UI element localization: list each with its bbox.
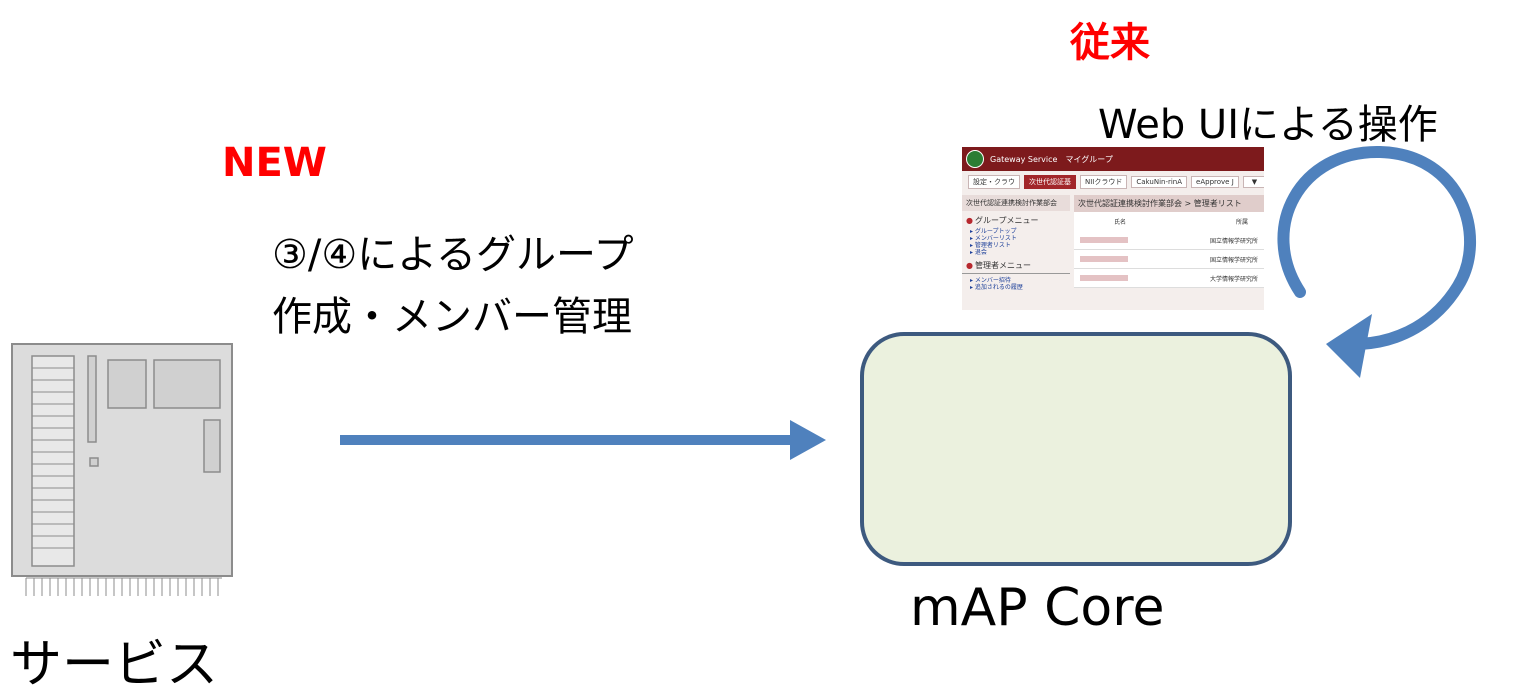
- web-ui-admin-menu-item: メンバー招待: [962, 277, 1070, 284]
- web-ui-operation-label: Web UIによる操作: [1098, 102, 1438, 148]
- table-row: 国立情報学研究所: [1074, 231, 1264, 250]
- map-core-box: [860, 332, 1292, 566]
- web-ui-tab: 設定・クラウ: [968, 175, 1020, 189]
- web-ui-side-header: 次世代認証連携検討作業部会: [962, 195, 1070, 211]
- redacted-name: [1080, 237, 1128, 243]
- web-ui-main: 次世代認証連携検討作業部会 > 管理者リスト 氏名 所属 国立情報学研究所 国立…: [1074, 195, 1264, 288]
- web-ui-row-org: 国立情報学研究所: [1209, 237, 1258, 245]
- conventional-label: 従来: [1070, 20, 1150, 66]
- web-ui-app-title: Gateway Service: [990, 154, 1058, 164]
- web-ui-tab: NIIクラウド: [1080, 175, 1128, 189]
- web-ui-tab-menu-icon: ▼: [1242, 176, 1264, 188]
- new-description-line1: ③/④によるグループ: [272, 232, 634, 278]
- new-description-line2: 作成・メンバー管理: [272, 294, 632, 340]
- gateway-logo-icon: [966, 150, 984, 168]
- redacted-name: [1080, 256, 1128, 262]
- web-ui-row-org: 大学情報学研究所: [1209, 275, 1258, 283]
- web-ui-header-bar: Gateway Service マイグループ: [962, 147, 1264, 171]
- new-label: NEW: [222, 140, 327, 186]
- web-ui-group-menu-item: グループトップ: [962, 228, 1070, 235]
- web-ui-tab-selected: 次世代認証基: [1024, 175, 1076, 189]
- self-loop-arrow: [1277, 145, 1476, 378]
- web-ui-group-menu-title: グループメニュー: [962, 211, 1070, 228]
- table-row: 大学情報学研究所: [1074, 269, 1264, 288]
- server-icon: [11, 343, 233, 596]
- web-ui-main-header: 次世代認証連携検討作業部会 > 管理者リスト: [1074, 195, 1264, 212]
- web-ui-tab: eApprove J: [1191, 176, 1239, 188]
- service-to-core-arrow: [340, 420, 826, 460]
- web-ui-group-menu-item: メンバーリスト: [962, 235, 1070, 242]
- web-ui-sidebar: 次世代認証連携検討作業部会 グループメニュー グループトップ メンバーリスト 管…: [962, 195, 1070, 291]
- redacted-name: [1080, 275, 1128, 281]
- web-ui-admin-menu-title: 管理者メニュー: [962, 256, 1070, 274]
- web-ui-col-org: 所属: [1235, 219, 1248, 226]
- table-row: 国立情報学研究所: [1074, 250, 1264, 269]
- web-ui-group-menu-item: 管理者リスト: [962, 242, 1070, 249]
- web-ui-admin-menu-item: 追加されるの履歴: [962, 284, 1070, 291]
- web-ui-col-name: 氏名: [1114, 219, 1127, 226]
- web-ui-tab-bar: 設定・クラウ 次世代認証基 NIIクラウド CakuNin-rinA eAppr…: [962, 171, 1264, 193]
- map-core-label: mAP Core: [910, 578, 1165, 638]
- web-ui-row-org: 国立情報学研究所: [1209, 256, 1258, 264]
- web-ui-app-subtitle: マイグループ: [1065, 154, 1113, 164]
- web-ui-group-menu-item: 退会: [962, 249, 1070, 256]
- web-ui-tab: CakuNin-rinA: [1131, 176, 1188, 188]
- web-ui-table-header: 氏名 所属: [1074, 212, 1264, 231]
- web-ui-screenshot: Gateway Service マイグループ 設定・クラウ 次世代認証基 NII…: [962, 147, 1264, 310]
